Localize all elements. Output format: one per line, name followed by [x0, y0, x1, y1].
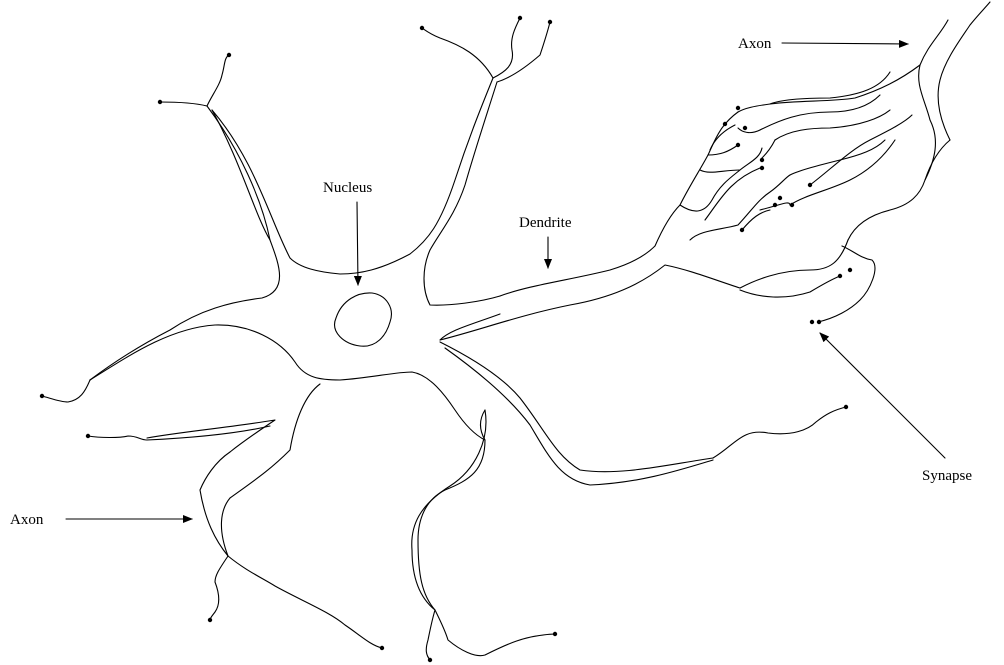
label-dendrite: Dendrite [519, 215, 572, 231]
cell-body-outline [42, 18, 846, 660]
axon-top-arrow [782, 43, 908, 44]
nucleus-shape [335, 293, 392, 346]
label-axon-top: Axon [738, 36, 772, 52]
label-synapse: Synapse [922, 468, 972, 484]
pointer-arrows [66, 43, 945, 519]
axon-terminal-branches [680, 2, 990, 322]
label-nucleus: Nucleus [323, 180, 372, 196]
synapse-arrow [820, 333, 945, 458]
label-axon-bottom: Axon [10, 512, 44, 528]
